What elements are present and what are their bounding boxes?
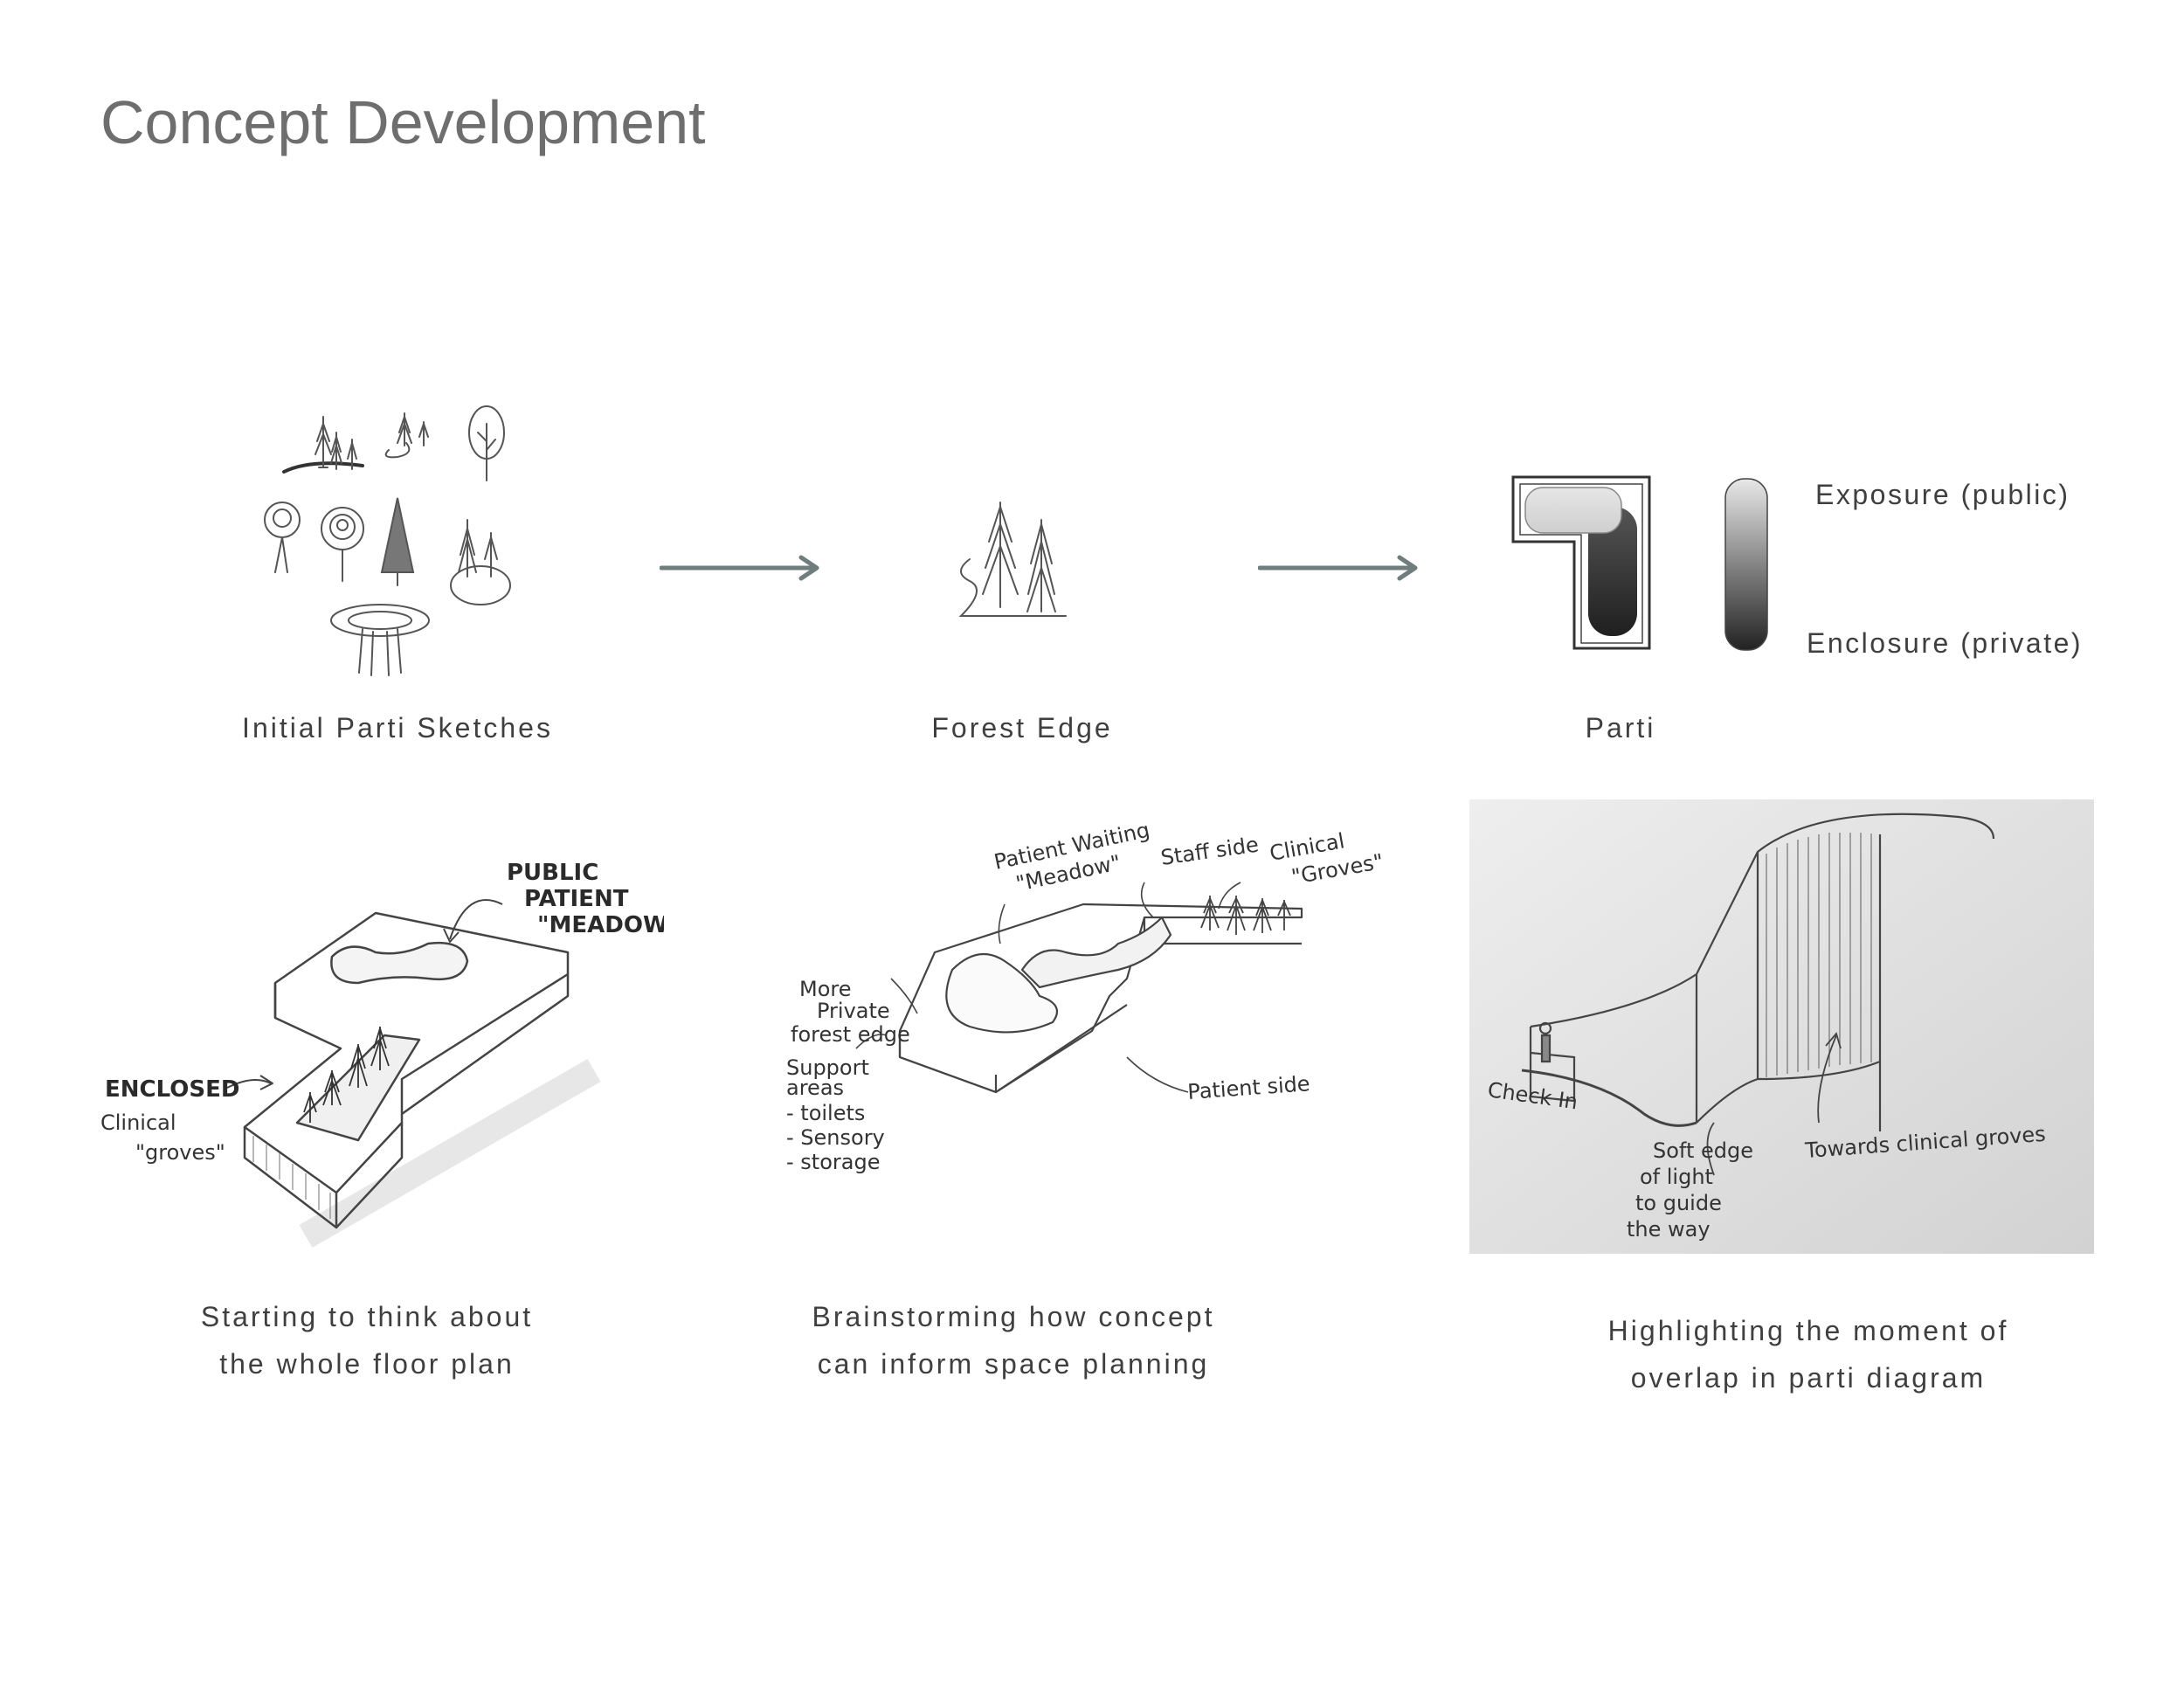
- caption-initial-parti-sketches: Initial Parti Sketches: [242, 712, 553, 744]
- caption-overlap-line1: Highlighting the moment of: [1607, 1315, 2009, 1346]
- note-the-way: the way: [1627, 1217, 1711, 1242]
- caption-forest-edge: Forest Edge: [931, 712, 1113, 744]
- note-staff-side: Staff side: [1159, 833, 1260, 870]
- note-patient: PATIENT: [524, 886, 629, 912]
- note-support: Support: [786, 1055, 869, 1080]
- caption-space-planning-line1: Brainstorming how concept: [812, 1301, 1215, 1332]
- forest-edge-sketch: [943, 494, 1075, 625]
- caption-floor-plan-line2: the whole floor plan: [219, 1348, 515, 1380]
- note-groves: "groves": [135, 1140, 225, 1165]
- note-patient-side: Patient side: [1186, 1071, 1310, 1104]
- note-to-guide: to guide: [1635, 1191, 1722, 1215]
- note-public: PUBLIC: [507, 860, 598, 886]
- parti-diagram: [1511, 472, 1773, 655]
- floor-plan-sketch: PUBLIC PATIENT "MEADOW" ENCLOSED Clinica…: [96, 852, 664, 1254]
- note-enclosed: ENCLOSED: [105, 1076, 239, 1103]
- note-soft-edge: Soft edge: [1653, 1138, 1753, 1163]
- caption-space-planning-line2: can inform space planning: [817, 1348, 1210, 1380]
- note-forest-edge: forest edge: [791, 1022, 910, 1047]
- caption-floor-plan: Starting to think about the whole floor …: [157, 1293, 577, 1387]
- arrow-right-icon: [660, 550, 821, 585]
- page-title: Concept Development: [100, 88, 706, 156]
- note-areas: areas: [786, 1076, 844, 1100]
- tree-sketches-illustration: [264, 405, 511, 676]
- note-more: More: [799, 977, 852, 1001]
- arrow-right-icon: [1258, 550, 1420, 585]
- note-meadow: "MEADOW": [537, 912, 664, 938]
- note-storage: - storage: [786, 1150, 880, 1174]
- space-planning-sketch: Patient Waiting "Meadow" Staff side Clin…: [778, 821, 1389, 1206]
- caption-floor-plan-line1: Starting to think about: [200, 1301, 534, 1332]
- caption-space-planning: Brainstorming how concept can inform spa…: [778, 1293, 1249, 1387]
- note-of-light: of light: [1640, 1165, 1713, 1189]
- note-private: Private: [817, 999, 890, 1023]
- caption-overlap: Highlighting the moment of overlap in pa…: [1564, 1307, 2053, 1401]
- note-sensory: - Sensory: [786, 1125, 885, 1150]
- caption-parti: Parti: [1585, 712, 1656, 744]
- initial-parti-sketches: [249, 398, 529, 686]
- note-toilets: - toilets: [786, 1101, 865, 1125]
- legend-enclosure-label: Enclosure (private): [1807, 627, 2084, 659]
- note-clinical: Clinical: [100, 1110, 176, 1135]
- caption-overlap-line2: overlap in parti diagram: [1630, 1362, 1987, 1394]
- legend-exposure-label: Exposure (public): [1815, 479, 2070, 510]
- overlap-sketch: Check In Soft edge of light to guide the…: [1469, 799, 2094, 1254]
